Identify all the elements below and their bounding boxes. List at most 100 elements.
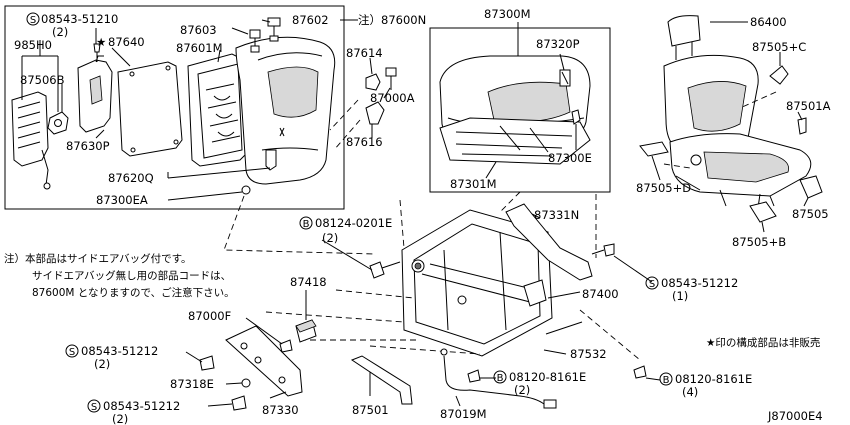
- label-s-08543-51212-low: S 08543-51212 (2): [87, 399, 180, 425]
- svg-text:S: S: [91, 402, 97, 413]
- label-87301M: 87301M: [450, 177, 497, 191]
- svg-text:(1): (1): [672, 289, 688, 303]
- label-87505B: 87505+B: [732, 235, 786, 249]
- label-b-08120-8161E-mid: B 08120-8161E (2): [493, 370, 586, 397]
- seat-back-cushion-87600N: [235, 36, 336, 185]
- cover-87505D: [639, 141, 669, 157]
- bolt-08120-8161E-mid: [467, 369, 481, 383]
- screw-87000F: [279, 339, 293, 353]
- cover-87505B: [749, 201, 777, 223]
- clip-87300E: [571, 109, 581, 125]
- label-87640: 87640: [108, 35, 145, 49]
- label-87330: 87330: [262, 403, 299, 417]
- svg-text:(2): (2): [322, 231, 338, 245]
- label-87505D: 87505+D: [636, 181, 691, 195]
- bolt-08124-0201E: [369, 261, 401, 279]
- svg-text:(2): (2): [112, 412, 128, 425]
- diagram-code: J87000E4: [767, 409, 823, 423]
- label-87331N: 87331N: [534, 208, 579, 222]
- clip-87620Q: [265, 149, 277, 171]
- label-b-08120-8161E-right: B 08120-8161E (4): [659, 372, 752, 399]
- svg-text:(2): (2): [94, 357, 110, 371]
- svg-text:B: B: [497, 373, 504, 384]
- airbag-module-985H0: [11, 91, 51, 190]
- label-87300E: 87300E: [548, 151, 592, 165]
- svg-text:(2): (2): [52, 25, 68, 39]
- label-s-08543-51212-mid: S 08543-51212 (2): [65, 344, 158, 371]
- label-87300EA: 87300EA: [96, 193, 148, 207]
- seat-back-group-frame: [4, 5, 345, 210]
- label-87602: 87602: [292, 13, 329, 27]
- clip-87300EA: [241, 185, 251, 195]
- label-87320P: 87320P: [536, 37, 580, 51]
- svg-text:S: S: [69, 347, 75, 358]
- svg-text:S: S: [30, 15, 36, 26]
- part-87505C: [769, 65, 789, 85]
- not-sold-note: ★印の構成部品は非販売: [706, 336, 820, 349]
- svg-text:B: B: [303, 219, 310, 230]
- label-s-08543-51212-right: S 08543-51212 (1): [645, 276, 738, 303]
- svg-text:08120-8161E: 08120-8161E: [509, 370, 586, 384]
- side-bracket-87331N: [505, 203, 593, 281]
- svg-text:08543-51212: 08543-51212: [103, 399, 180, 413]
- svg-text:08543-51212: 08543-51212: [81, 344, 158, 358]
- svg-text:08543-51210: 08543-51210: [41, 12, 118, 26]
- harness-87019M: [440, 348, 557, 409]
- bracket-87501: [350, 355, 413, 405]
- seat-frame-87400: [401, 209, 553, 357]
- label-87505C: 87505+C: [752, 40, 806, 54]
- part-87614: [365, 73, 381, 91]
- label-s-08543-51210: S 08543-51210 (2): [26, 12, 118, 39]
- label-87000F: 87000F: [188, 309, 231, 323]
- svg-text:B: B: [663, 375, 670, 386]
- svg-text:注）本部品はサイドエアバッグ付です。: 注）本部品はサイドエアバッグ付です。: [4, 252, 192, 265]
- part-87000A: [385, 67, 397, 90]
- label-87019M: 87019M: [440, 407, 487, 421]
- headrest-guide-87603: [249, 29, 261, 53]
- svg-text:(2): (2): [514, 383, 530, 397]
- svg-text:87600M となりますので、ご注意下さい。: 87600M となりますので、ご注意下さい。: [32, 286, 235, 299]
- label-87616: 87616: [346, 135, 383, 149]
- part-87320P: [559, 69, 571, 87]
- cover-87330: [225, 325, 303, 397]
- label-87300M: 87300M: [484, 7, 531, 21]
- screw-08543-51212-low: [231, 395, 247, 411]
- svg-text:08120-8161E: 08120-8161E: [675, 372, 752, 386]
- label-87400: 87400: [582, 287, 619, 301]
- complete-seat-illustration: [663, 15, 812, 209]
- svg-text:08124-0201E: 08124-0201E: [315, 216, 392, 230]
- label-87532: 87532: [570, 347, 607, 361]
- label-87620Q: 87620Q: [108, 171, 154, 185]
- svg-text:(4): (4): [682, 385, 698, 399]
- label-87000A: 87000A: [370, 91, 415, 105]
- side-cover-87630P: [77, 55, 113, 133]
- label-87630P: 87630P: [66, 139, 110, 153]
- label-87600N: 注）87600N: [358, 13, 426, 27]
- label-985H0: 985H0: [14, 38, 52, 52]
- svg-text:S: S: [649, 279, 655, 290]
- back-frame-87601M: [187, 53, 251, 167]
- bolt-08120-8161E-right: [633, 365, 647, 379]
- cushion-pan-87301M: [439, 117, 591, 165]
- svg-text:サイドエアバッグ無し用の部品コードは、: サイドエアバッグ無し用の部品コードは、: [32, 269, 231, 282]
- airbag-note: 注）本部品はサイドエアバッグ付です。 サイドエアバッグ無し用の部品コードは、 8…: [4, 252, 235, 299]
- svg-text:08543-51212: 08543-51212: [661, 276, 738, 290]
- star-87640: ★: [96, 35, 106, 49]
- back-board-87640: [117, 61, 183, 157]
- label-b-08124-0201E: B 08124-0201E (2): [299, 216, 392, 245]
- label-87318E: 87318E: [170, 377, 214, 391]
- bolt-87501A: [797, 117, 807, 135]
- label-87501: 87501: [352, 403, 389, 417]
- label-86400: 86400: [750, 15, 787, 29]
- label-87501A: 87501A: [786, 99, 831, 113]
- label-87505: 87505: [792, 207, 829, 221]
- cover-87418: [295, 319, 317, 343]
- washer-87318E: [241, 378, 251, 388]
- label-87418: 87418: [290, 275, 327, 289]
- label-87614: 87614: [346, 46, 383, 60]
- bracket-87506B: [47, 111, 69, 135]
- label-87603: 87603: [180, 23, 217, 37]
- part-87616: [365, 101, 385, 125]
- label-87506B: 87506B: [20, 73, 65, 87]
